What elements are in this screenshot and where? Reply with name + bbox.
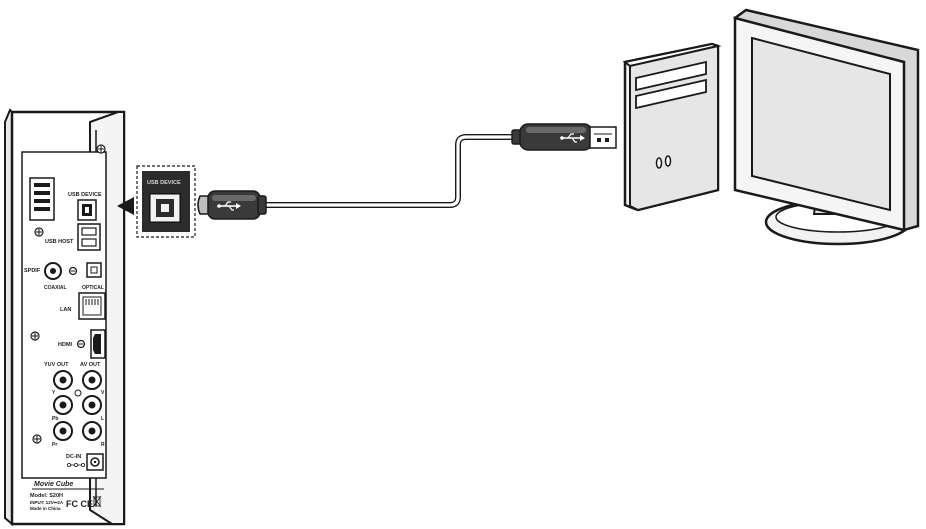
l-label: L: [101, 416, 104, 422]
screw-icon: [34, 227, 44, 237]
usb-cable: [197, 123, 617, 220]
pr-label: Pr: [52, 442, 57, 448]
usb-symbol-icon: [560, 133, 585, 143]
lan-port-icon: [78, 292, 106, 320]
yuv-out-label: YUV OUT: [44, 362, 69, 368]
av-out-label: AV OUT: [80, 362, 101, 368]
weee-bin-icon: [92, 495, 102, 508]
dc-polarity-icon: [67, 462, 86, 467]
usb-device-callout: USB DEVICE: [136, 165, 196, 238]
usb-b-port-icon: [77, 199, 97, 221]
rca-port-l: [82, 395, 102, 415]
r-label: R: [101, 442, 105, 448]
screw-icon: [76, 339, 86, 349]
usb-a-plug: [511, 123, 617, 151]
computer-tower: [622, 42, 722, 212]
spdif-label: SPDIF: [24, 268, 41, 274]
hdmi-label: HDMI: [58, 342, 73, 348]
made-in-label: Made in China: [30, 506, 61, 511]
coaxial-label: COAXIAL: [44, 285, 67, 291]
usb-symbol-icon: [217, 201, 241, 211]
lan-label: LAN: [60, 307, 71, 313]
v-label: V: [101, 390, 105, 396]
usb-host-port-icon: [77, 223, 101, 251]
optical-port-icon: [86, 262, 102, 278]
monitor-screen: [751, 36, 891, 212]
media-player: USB DEVICE USB HOST SPDIF COAXIAL: [4, 108, 126, 527]
screw-icon: [68, 266, 78, 276]
monitor: [733, 8, 920, 232]
model-label: Model: S20H: [30, 493, 63, 499]
pointer-arrow-icon: [117, 197, 134, 215]
rca-port-pr: [53, 421, 73, 441]
desktop-computer-icon: [622, 8, 920, 246]
dc-in-port-icon: [86, 453, 104, 471]
screw-icon: [32, 434, 42, 444]
rca-port-r: [82, 421, 102, 441]
optical-label: OPTICAL: [82, 285, 104, 291]
hdmi-port-icon: [90, 329, 106, 359]
vent-grill: [29, 177, 55, 221]
brand-name: Movie Cube: [34, 481, 73, 488]
callout-label: USB DEVICE: [147, 180, 181, 186]
screw-icon: [96, 144, 106, 154]
pb-label: Pb: [52, 416, 58, 422]
screw-icon: [30, 331, 40, 341]
rca-port-y: [53, 370, 73, 390]
screw-icon: [74, 389, 82, 397]
usb-b-plug: [197, 190, 267, 220]
y-label: Y: [52, 390, 56, 396]
rca-port-v: [82, 370, 102, 390]
dc-in-label: DC-IN: [66, 454, 81, 460]
usb-b-port-icon: [149, 193, 181, 223]
usb-host-label: USB HOST: [45, 239, 74, 245]
coaxial-port-icon: [44, 262, 62, 280]
rca-port-pb: [53, 395, 73, 415]
input-rating: INPUT: 12V⎓2A: [30, 500, 64, 505]
certification-marks: FC CE: [66, 499, 93, 509]
usb-device-label: USB DEVICE: [68, 192, 102, 198]
